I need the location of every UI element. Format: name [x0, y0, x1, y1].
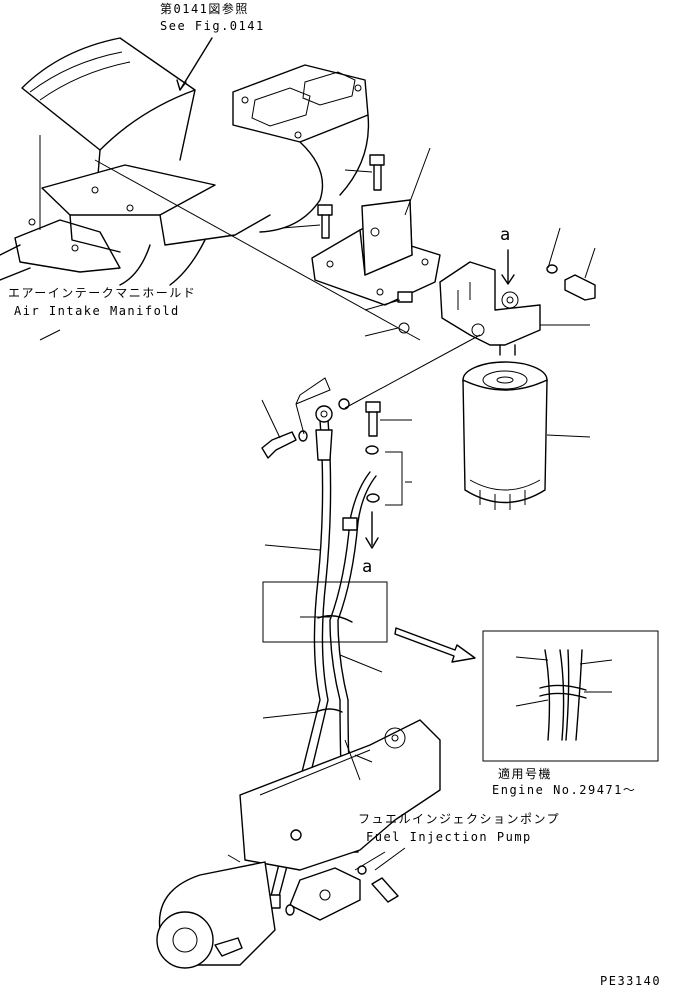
- filter-mounting-bracket: [311, 199, 441, 306]
- fuel-injection-pump: [156, 719, 441, 969]
- filter-head: [439, 261, 541, 356]
- see-fig-label-en: See Fig.0141: [160, 19, 265, 33]
- applicability-label-jp: 適用号機: [498, 767, 553, 781]
- air-intake-manifold: [0, 37, 370, 286]
- flow-marker-a-top: a: [500, 225, 511, 245]
- air-intake-manifold-label-en: Air Intake Manifold: [14, 304, 180, 318]
- see-fig-leader: [179, 37, 213, 91]
- flow-marker-a-bottom: a: [362, 557, 373, 577]
- fuel-injection-pump-label-jp: フュエルインジェクションポンプ: [358, 812, 561, 826]
- banjo-bolt-left: [261, 398, 350, 459]
- detail-callout-box: [262, 581, 388, 643]
- head-bolt: [546, 227, 596, 301]
- bracket-bolt-upper: [369, 154, 385, 191]
- drawing-code: PE33140: [600, 974, 662, 988]
- detail-arrow: [394, 627, 476, 663]
- bracket-bolt-left: [317, 204, 333, 239]
- banjo-bolt-right: [365, 401, 381, 503]
- bracket-bolt-lower: [397, 291, 413, 334]
- see-fig-label-jp: 第0141図参照: [160, 2, 249, 16]
- fuel-injection-pump-label-en: Fuel Injection Pump: [366, 830, 532, 844]
- pump-bolts: [285, 829, 399, 916]
- air-intake-manifold-label-jp: エアーインテークマニホールド: [8, 286, 197, 300]
- fuel-filter-cartridge: [462, 361, 548, 510]
- engine-serial-label: Engine No.29471～: [492, 783, 637, 797]
- clamp-detail-view: [482, 630, 659, 762]
